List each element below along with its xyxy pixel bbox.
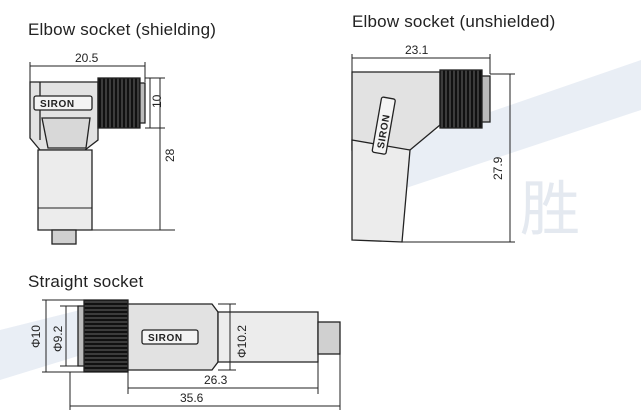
title-straight: Straight socket: [28, 272, 144, 291]
dim-height-total-elbow-shielding: 28: [163, 148, 177, 162]
title-elbow-shielding: Elbow socket (shielding): [28, 20, 217, 39]
label-siron-elbow-shielding: SIRON: [40, 99, 75, 110]
title-elbow-unshielded: Elbow socket (unshielded): [352, 12, 556, 31]
dim-length-total: 35.6: [180, 391, 204, 405]
dim-width-elbow-shielding: 20.5: [75, 51, 99, 65]
elbow-shielding-drawing: 20.5 SIRON 10 28: [29, 51, 177, 245]
dim-height-elbow-unshielded: 27.9: [491, 156, 505, 180]
dim-width-elbow-unshielded: 23.1: [405, 43, 429, 57]
dim-diameter-nut: Φ10: [29, 325, 43, 348]
dim-length-body: 26.3: [204, 373, 228, 387]
watermark-glyph: 胜: [520, 175, 580, 245]
elbow-unshielded-drawing: 23.1 SIRON 27.9: [351, 43, 515, 243]
straight-drawing: SIRON Φ10 Φ9.2 Φ10.2 26.3 35.6: [29, 299, 341, 410]
dim-diameter-body: Φ10.2: [235, 325, 249, 358]
label-siron-straight: SIRON: [148, 333, 183, 344]
dim-height-top-elbow-shielding: 10: [150, 94, 164, 108]
dim-diameter-nut-inner: Φ9.2: [51, 325, 65, 352]
